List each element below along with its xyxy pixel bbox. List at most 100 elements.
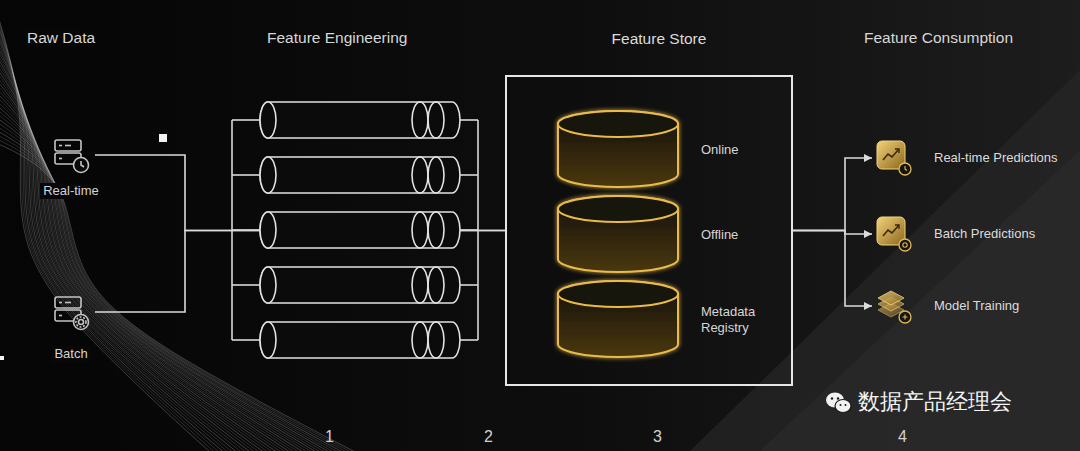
flow-connector <box>793 231 872 307</box>
decor-ellipse <box>412 212 428 248</box>
decor-circle <box>76 317 86 327</box>
decor-line <box>65 302 71 304</box>
consumer-icon <box>876 216 912 252</box>
decor-ellipse <box>260 102 276 138</box>
store-text: Metadata Registry <box>701 304 781 337</box>
cylinder-label-box: Offline <box>701 227 781 243</box>
consumer-item: Batch Predictions <box>876 216 1035 252</box>
decor-circle <box>831 397 833 399</box>
decor-path <box>260 267 460 303</box>
store-heading: Feature Store <box>505 24 793 48</box>
wave-line <box>0 54 298 451</box>
heading-text: Feature Store <box>525 24 793 48</box>
decor-line <box>232 339 262 341</box>
decor-ellipse <box>260 267 276 303</box>
wave-line <box>0 49 293 451</box>
decor-polyline <box>883 149 899 160</box>
decor-ellipse <box>558 281 678 307</box>
step-number: 2 <box>482 427 495 447</box>
step-number: 3 <box>651 427 664 447</box>
column-heading: Feature Engineering <box>265 28 409 47</box>
decor-line <box>458 284 478 286</box>
wechat-icon <box>826 393 851 413</box>
watermark: 数据产品经理会 <box>856 388 1014 416</box>
decor-ellipse <box>558 196 678 222</box>
decor-polygon <box>878 291 904 305</box>
column-heading: Feature Consumption <box>862 28 1015 47</box>
decor-g <box>55 297 89 330</box>
decor-path <box>260 157 460 193</box>
consumer-icon <box>876 288 912 324</box>
decor-polyline <box>883 225 899 236</box>
decor-path <box>260 322 460 358</box>
wave-line <box>0 40 283 451</box>
decor-line <box>458 339 478 341</box>
decor-ellipse <box>412 267 428 303</box>
decor-path <box>558 111 678 187</box>
decor-line <box>59 158 62 160</box>
storage-cylinder: Offline <box>553 195 781 275</box>
decor-circle <box>899 239 911 251</box>
pipe <box>260 322 460 358</box>
cylinder-label-box: Metadata Registry <box>701 304 781 337</box>
decor-path <box>260 212 460 248</box>
cylinder-shape <box>553 195 683 275</box>
flow-connector <box>793 158 872 231</box>
decor-circle <box>845 404 847 406</box>
decor-line <box>458 119 478 121</box>
wave-line <box>0 76 322 451</box>
decor-path <box>260 102 460 138</box>
decor-ellipse <box>558 111 678 137</box>
pipe-manifold <box>232 120 478 340</box>
wave-line <box>0 63 308 451</box>
consumer-text: Batch Predictions <box>934 226 1035 242</box>
decor-ellipse <box>260 322 276 358</box>
decor-line <box>59 145 62 147</box>
server-icon <box>51 292 91 332</box>
decor-polyline <box>895 149 899 153</box>
decor-line <box>232 119 262 121</box>
decor-ellipse <box>428 322 444 358</box>
feature-store-box: Feature StoreOnlineOfflineMetadata Regis… <box>505 24 793 386</box>
decor-g <box>558 196 678 272</box>
decor-line <box>232 229 262 231</box>
data-source: Batch <box>40 292 102 362</box>
pipe <box>260 212 460 248</box>
column-heading: Raw Data <box>25 28 97 47</box>
wave-line <box>0 45 288 451</box>
consumer-item: Real-time Predictions <box>876 140 1058 176</box>
decor-ellipse <box>260 212 276 248</box>
storage-cylinder: Metadata Registry <box>553 280 781 360</box>
decor-ellipse <box>412 322 428 358</box>
pipe <box>260 267 460 303</box>
consumer-text: Model Training <box>934 298 1019 314</box>
store-text: Online <box>701 142 781 158</box>
wave-line <box>0 67 312 451</box>
decor-rect <box>55 140 81 151</box>
data-source: Real-time <box>40 135 102 199</box>
decor-line <box>458 174 478 176</box>
step-number: 1 <box>323 427 336 447</box>
storage-cylinder: Online <box>553 110 781 190</box>
marker-square <box>159 134 167 142</box>
decor-circle <box>837 397 839 399</box>
decor-ellipse <box>428 212 444 248</box>
decor-path <box>558 281 678 357</box>
decor-ellipse <box>428 157 444 193</box>
decor-ellipse <box>260 157 276 193</box>
decor-circle <box>903 243 907 247</box>
pipe <box>260 102 460 138</box>
decor-g <box>558 281 678 357</box>
decor-path <box>558 196 678 272</box>
wave-line <box>0 58 303 451</box>
decor-line <box>59 315 62 317</box>
step-number: 4 <box>896 427 909 447</box>
decor-ellipse <box>835 400 851 413</box>
light-wedge <box>760 150 1080 451</box>
decor-line <box>232 284 262 286</box>
decor-ellipse <box>428 102 444 138</box>
